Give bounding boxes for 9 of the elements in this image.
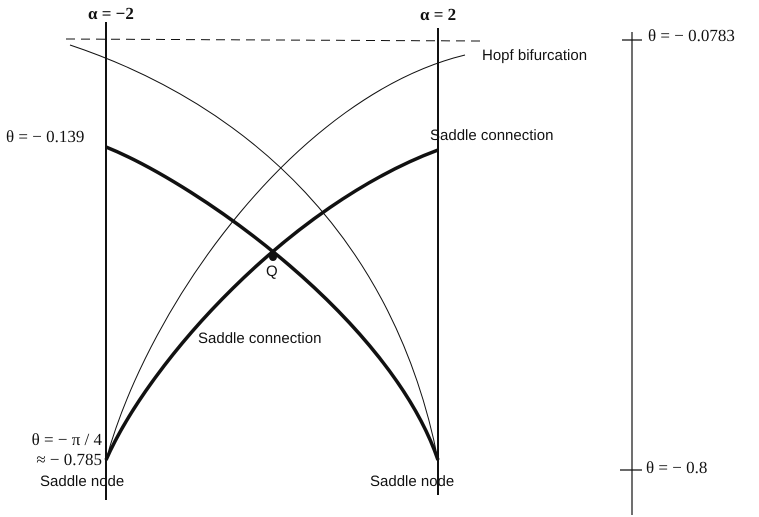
axis-value-label: θ = − 0.0783 xyxy=(648,26,735,46)
axis-value-label: θ = − 0.8 xyxy=(646,458,708,478)
parameter-label: α = 2 xyxy=(420,5,456,25)
point-label: Q xyxy=(266,263,278,280)
axis-value-label: θ = − 0.139 xyxy=(6,127,84,147)
curve-label: Hopf bifurcation xyxy=(482,47,588,64)
axis-value-label: θ = − π / 4 ≈ − 0.785 xyxy=(30,430,102,470)
parameter-label: α = −2 xyxy=(88,4,134,24)
curve-label: Saddle connection xyxy=(198,330,322,348)
